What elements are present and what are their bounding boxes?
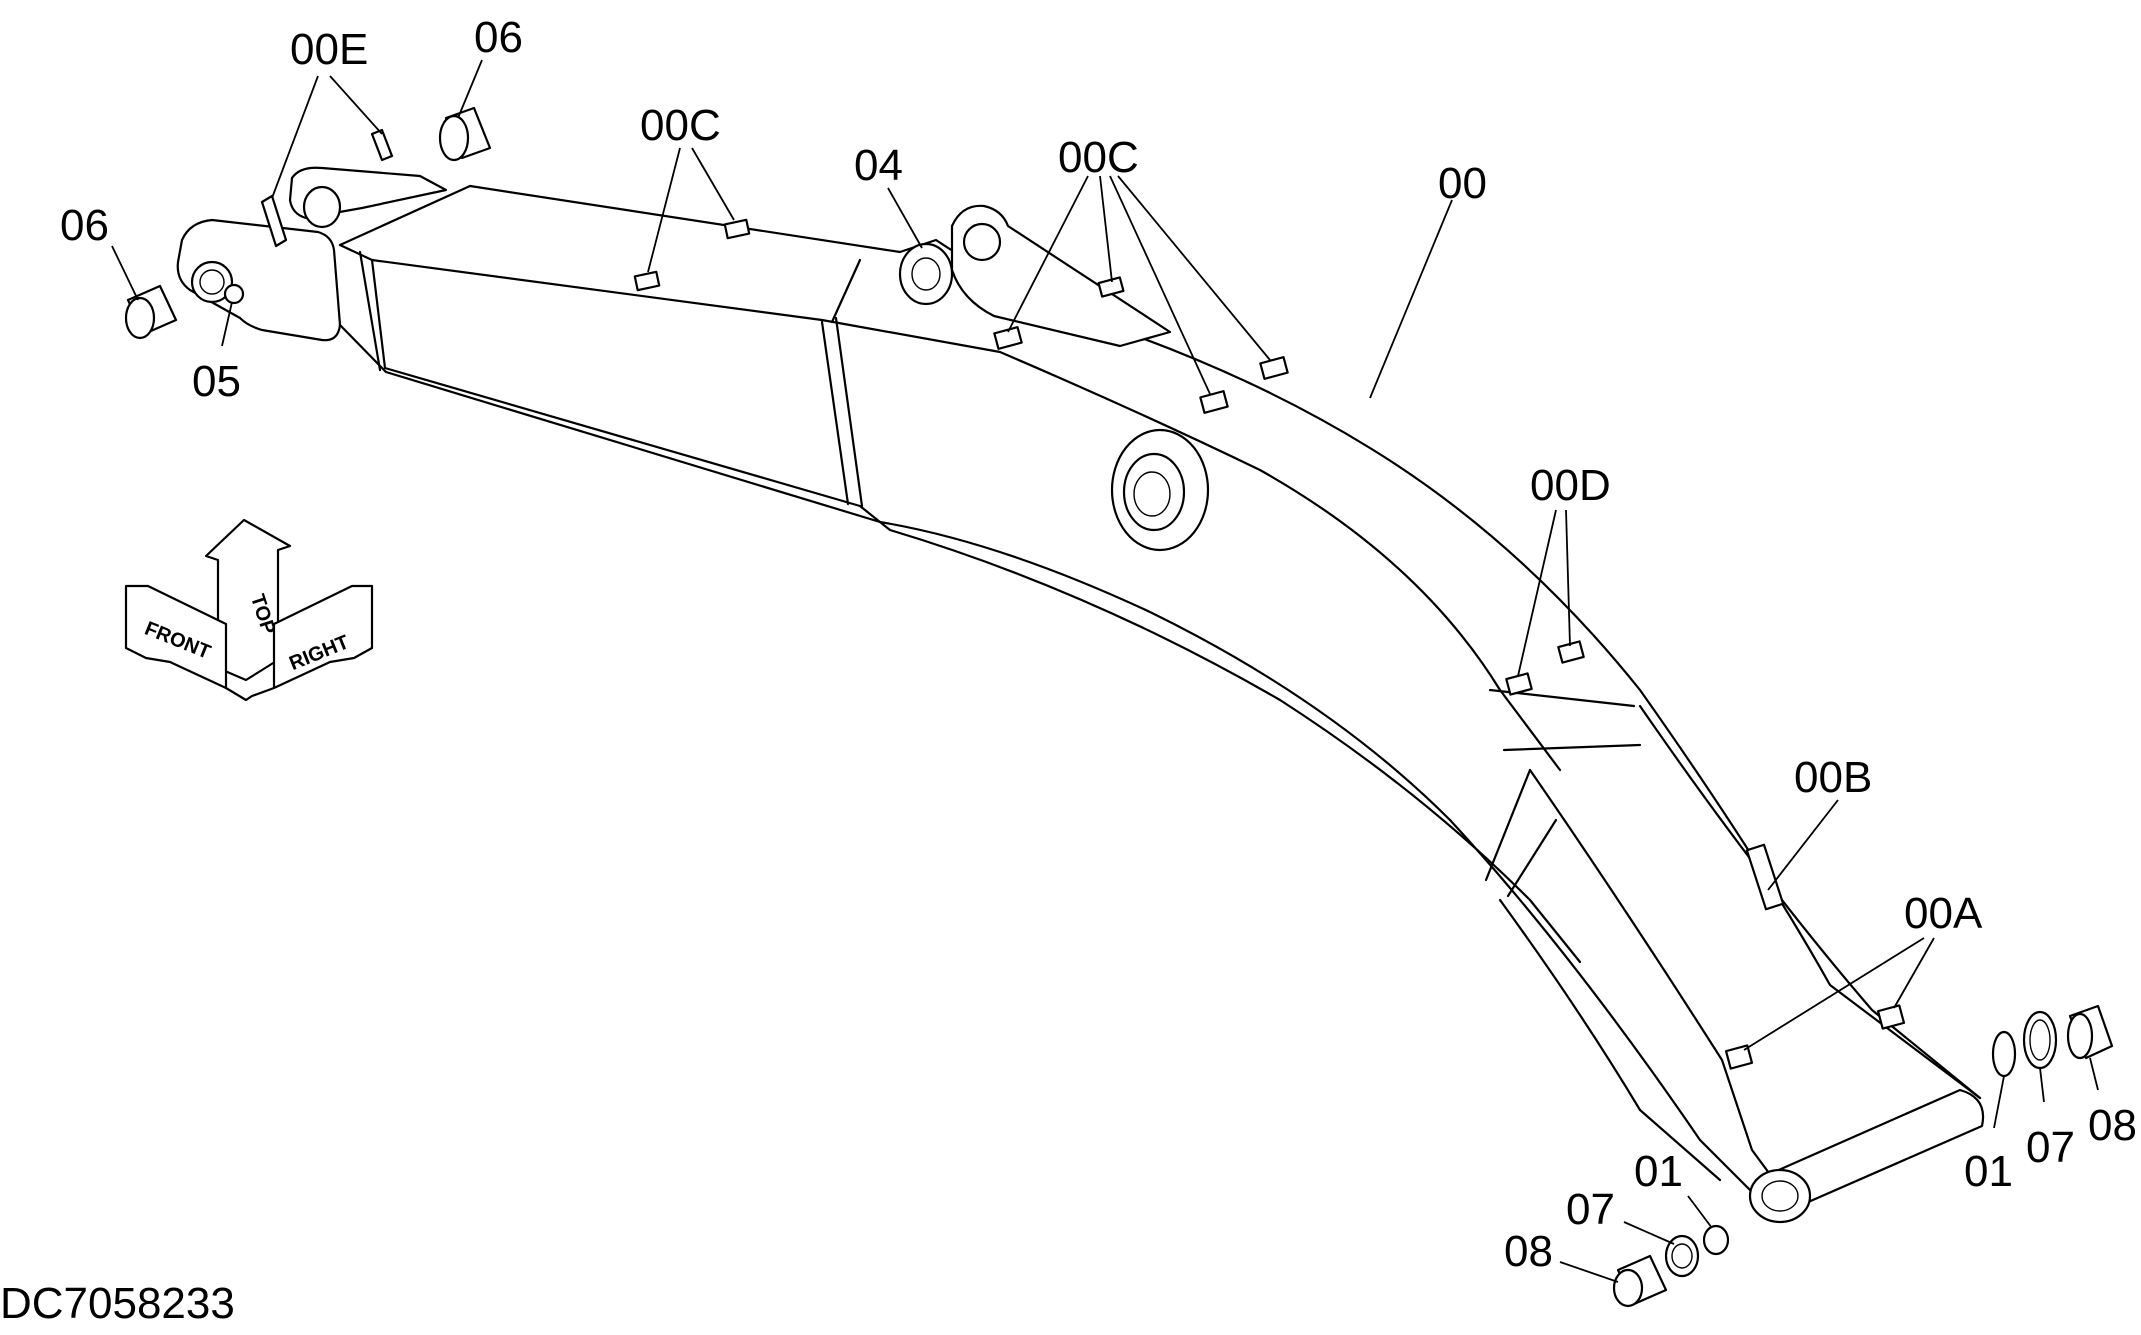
leader-00D-b	[1565, 509, 1571, 647]
leader-00	[1369, 199, 1453, 399]
boom-center-hub-mid	[1122, 452, 1186, 532]
boom-plate-break-4	[1506, 818, 1558, 898]
boom-top-edge	[338, 184, 1982, 1100]
orientation-right-arrow	[272, 584, 374, 690]
ring-07-bottom-outer	[1664, 1234, 1700, 1278]
label-07-right: 07	[2026, 1123, 2075, 1172]
leader-00E-b	[329, 75, 383, 135]
boom-foot-pin-bore-inner	[199, 269, 225, 295]
bushing-06-top-face	[438, 114, 470, 162]
leader-00C-2a	[1007, 175, 1089, 333]
leader-00D-a	[1517, 509, 1557, 677]
label-00C-right: 00C	[1058, 133, 1139, 182]
leader-00B	[1767, 799, 1839, 891]
boom-foot-pin-bore	[190, 260, 234, 304]
stud-00E-2	[370, 128, 394, 162]
tab-bracket-4	[1097, 276, 1125, 298]
leader-06-top	[457, 59, 483, 119]
boom-plate-break-2	[1502, 743, 1642, 752]
boom-mid-bracket-bore	[962, 222, 1002, 262]
leader-00C-2d	[1117, 175, 1271, 361]
tab-bracket-00A-2	[1876, 1004, 1906, 1030]
leader-06-left	[111, 245, 139, 301]
boom-assembly	[176, 128, 1985, 1224]
ring-07-right-inner	[2029, 1019, 2051, 1061]
leader-00C-1a	[647, 147, 681, 273]
part-labels: 00E 06 06 05 00C 04 00C 00 00D 00B 00A 0…	[60, 13, 2137, 1276]
boom-pin-boss-04-inner	[911, 257, 941, 291]
label-06-left: 06	[60, 201, 109, 250]
tab-bracket-00D-2	[1557, 640, 1585, 664]
label-00C-left: 00C	[640, 101, 721, 150]
leader-08-right	[2089, 1057, 2099, 1091]
tab-bracket-3	[993, 326, 1023, 350]
label-07-bottom: 07	[1566, 1185, 1615, 1234]
tab-bracket-6	[1259, 356, 1289, 380]
boom-seam-1	[358, 250, 382, 372]
boom-seam-4	[830, 258, 862, 324]
label-00A: 00A	[1904, 889, 1983, 938]
leader-08-bottom	[1559, 1261, 1619, 1283]
label-00D: 00D	[1530, 461, 1611, 510]
boom-mid-bracket	[950, 204, 1172, 348]
boom-lower-edge	[338, 323, 1762, 1202]
leader-lines	[111, 59, 2099, 1283]
leader-00C-2b	[1099, 175, 1113, 283]
boom-foot-bracket	[176, 218, 342, 342]
leader-00A-b	[1893, 937, 1935, 1009]
bushing-08-bottom-face	[1612, 1268, 1644, 1308]
boom-seam-3	[834, 316, 864, 508]
bushing-08-right-face	[2066, 1012, 2094, 1060]
leader-07-bottom	[1623, 1221, 1675, 1245]
label-08-bottom: 08	[1504, 1227, 1553, 1276]
plate-00B	[1745, 843, 1785, 911]
label-05: 05	[192, 357, 241, 406]
orientation-symbol: FRONT TOP RIGHT	[124, 518, 374, 702]
bushing-06-left-face	[124, 296, 156, 340]
orientation-front-arrow	[124, 584, 228, 690]
boom-front-section-outline	[338, 243, 1582, 964]
label-04: 04	[854, 141, 903, 190]
label-01-right: 01	[1964, 1147, 2013, 1196]
label-00E: 00E	[290, 25, 368, 74]
leader-00E-a	[271, 75, 319, 199]
leader-07-right	[2039, 1067, 2045, 1103]
loose-parts	[124, 106, 2114, 1308]
boom-pin-boss-04	[898, 242, 954, 306]
boom-top-plate	[370, 258, 1562, 772]
tab-bracket-00D-1	[1505, 672, 1533, 696]
label-00: 00	[1438, 159, 1487, 208]
boom-arm-bottom	[1528, 768, 1782, 1190]
label-00B: 00B	[1794, 753, 1872, 802]
leader-01-right	[1993, 1075, 2005, 1129]
seal-01-bottom	[1702, 1224, 1730, 1256]
boom-arm-inner	[1498, 898, 1722, 1182]
grease-fitting-05	[223, 283, 245, 305]
tab-bracket-5	[1199, 390, 1229, 414]
leader-04	[887, 187, 923, 249]
orientation-base	[224, 686, 276, 702]
tab-bracket-2	[723, 218, 751, 240]
ring-07-bottom-inner	[1671, 1243, 1693, 1269]
label-01-bottom: 01	[1634, 1147, 1683, 1196]
leader-01-bottom	[1687, 1195, 1713, 1229]
leader-00C-2c	[1109, 175, 1211, 395]
boom-end-bore	[1748, 1168, 1812, 1224]
boom-end-bore-inner	[1761, 1180, 1799, 1212]
boom-plate-break-3	[1484, 768, 1532, 882]
seal-01-right	[1991, 1030, 2017, 1078]
label-08-right: 08	[2088, 1101, 2137, 1150]
leader-00C-1b	[691, 147, 735, 221]
leader-05	[221, 301, 233, 347]
document-id: DC7058233	[0, 1279, 235, 1328]
stud-00E-1	[260, 194, 288, 248]
boom-foot-upper-bore	[302, 185, 342, 229]
tab-bracket-1	[633, 270, 661, 292]
tab-bracket-00A-1	[1724, 1044, 1754, 1070]
boom-seam-2	[820, 320, 850, 506]
boom-center-hub-inner	[1133, 471, 1171, 517]
label-06-top: 06	[474, 13, 523, 62]
leader-00A-a	[1743, 937, 1925, 1051]
